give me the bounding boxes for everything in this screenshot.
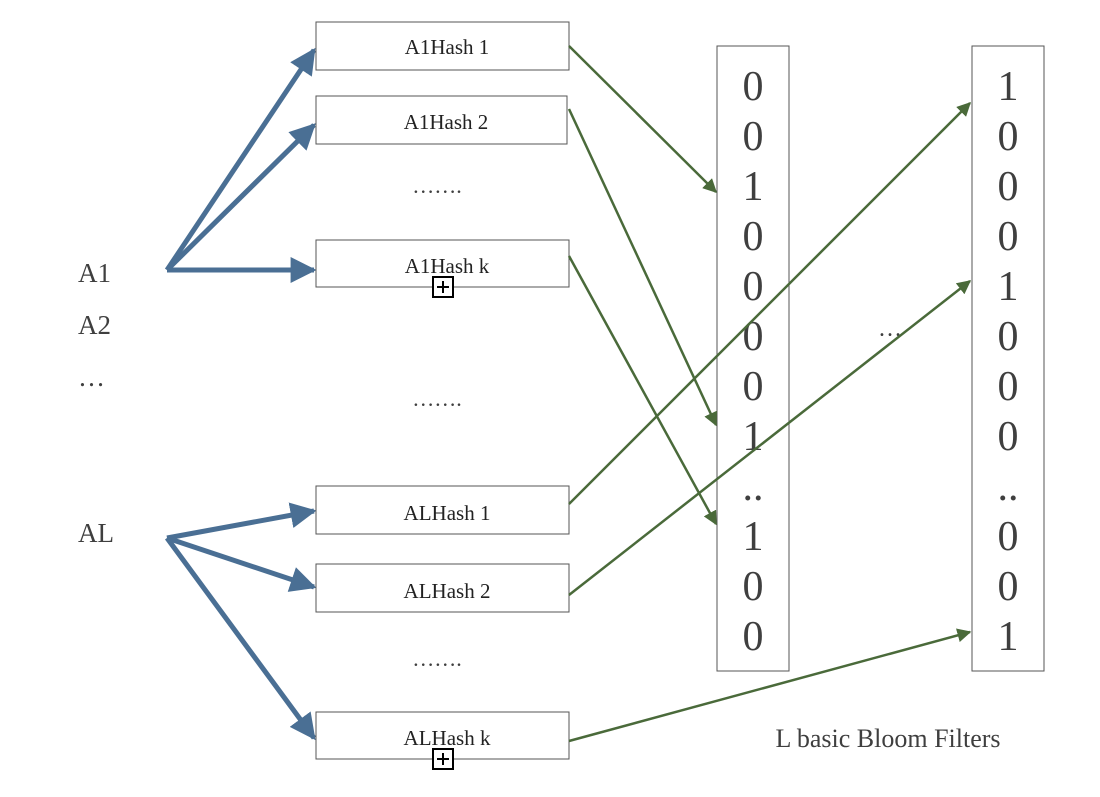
arrow-al-to-hash-1 (166, 502, 317, 541)
bit-cell: 0 (998, 114, 1019, 160)
bit-cell: .. (743, 464, 764, 510)
bloom-filter-L-frame (971, 45, 1045, 672)
bloom-filter-1-frame (716, 45, 790, 672)
arrow-al-to-hash-2 (166, 535, 317, 592)
bit-cell: 0 (743, 614, 764, 660)
expand-icon[interactable] (432, 276, 454, 298)
hash-box-label: A1Hash 1 (405, 35, 490, 59)
arrow-a1hash1-to-filter1 (568, 45, 717, 193)
arrow-al-to-hash-k (164, 536, 317, 741)
bit-cell: 0 (998, 314, 1019, 360)
input-label-a1: A1 (78, 258, 111, 288)
bit-cell: 0 (998, 564, 1019, 610)
hash-to-bit-arrows (567, 45, 972, 743)
input-label-al: AL (78, 518, 114, 548)
arrow-a1-to-hash-2 (165, 123, 316, 272)
bit-cell: 0 (998, 214, 1019, 260)
bit-cell: 0 (743, 364, 764, 410)
bit-cell: 0 (998, 164, 1019, 210)
arrow-a1hash2-to-filter1 (567, 108, 718, 427)
bit-cell: 0 (998, 514, 1019, 560)
bit-cell: 0 (998, 414, 1019, 460)
arrow-a1-to-hash-1 (164, 47, 317, 272)
bit-cell: 0 (743, 64, 764, 110)
bit-cell: 1 (998, 64, 1019, 110)
bit-cell: 0 (743, 264, 764, 310)
hash-box-label: ALHash k (404, 726, 491, 750)
bit-cell: 0 (743, 114, 764, 160)
a1-arrows (164, 47, 317, 283)
expand-icon[interactable] (432, 748, 454, 770)
bit-cell: .. (998, 464, 1019, 510)
bit-cell: 1 (998, 264, 1019, 310)
bit-cell: 1 (743, 164, 764, 210)
bloom-filters-caption: L basic Bloom Filters (775, 724, 1000, 753)
hash-box-a1-hash-1: A1Hash 1 (315, 21, 570, 71)
bit-cell: 0 (743, 564, 764, 610)
arrow-alhash1-to-filterL (568, 102, 971, 505)
hash-ellipsis-top: ……. (412, 173, 462, 198)
hash-box-al-hash-1: ALHash 1 (315, 485, 570, 535)
arrow-alhashk-to-filterL (568, 628, 972, 743)
hash-ellipsis-bottom: ……. (412, 646, 462, 671)
hash-box-label: ALHash 2 (404, 579, 491, 603)
hash-box-al-hash-2: ALHash 2 (315, 563, 570, 613)
bit-cell: 0 (743, 214, 764, 260)
hash-box-label: A1Hash 2 (404, 110, 489, 134)
input-label-a2: A2 (78, 310, 111, 340)
input-label-ellipsis: … (78, 362, 105, 392)
arrow-alhash2-to-filterL (568, 280, 972, 596)
hash-ellipsis-middle: ……. (412, 386, 462, 411)
bit-cell: 1 (998, 614, 1019, 660)
bit-cell: 0 (998, 364, 1019, 410)
arrow-a1hashk-to-filter1 (567, 255, 718, 526)
bit-cell: 1 (743, 414, 764, 460)
al-arrows (164, 502, 317, 741)
bit-cell: 1 (743, 514, 764, 560)
hash-box-a1-hash-2: A1Hash 2 (315, 95, 568, 145)
hash-box-label: ALHash 1 (404, 501, 491, 525)
hash-box-label: A1Hash k (405, 254, 490, 278)
